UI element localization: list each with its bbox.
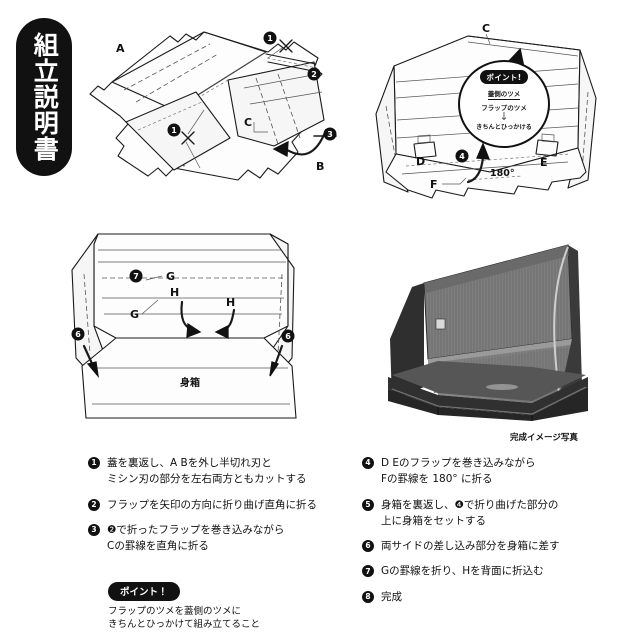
- callout-line-2: フラップのツメ: [481, 103, 527, 112]
- diagram1-step-marker-1: 1: [263, 31, 277, 45]
- step-number: 6: [362, 540, 374, 553]
- svg-text:1: 1: [171, 126, 177, 135]
- lid-fold-diagram: C D E F 180° 4 ポイント! 蓋側のツメ フラップのツメ ↓: [372, 22, 602, 212]
- step-text-line: Fの罫線を 180° に折る: [381, 473, 493, 486]
- instruction-step: 3 ❷で折ったフラップを巻き込みながら Cの罫線を直角に折る: [88, 522, 353, 555]
- diagram2-angle-label: 180°: [490, 168, 515, 179]
- diagram1-step-marker-1b: 1: [167, 123, 181, 137]
- svg-text:7: 7: [133, 272, 139, 281]
- step-number: 1: [88, 457, 100, 469]
- diagram1-label-b: B: [316, 160, 324, 173]
- document-title-badge: 組立説明書: [16, 18, 72, 176]
- diagram2-label-c: C: [482, 22, 490, 35]
- diagram2-label-d: D: [416, 155, 425, 168]
- instruction-step: 5 身箱を裏返し、❹で折り曲げた部分の 上に身箱をセットする: [362, 497, 627, 530]
- diagram1-step-marker-2: 2: [307, 67, 321, 81]
- step-number: 2: [88, 498, 100, 511]
- instruction-list-right: 4 D Eのフラップを巻き込みながら Fの罫線を 180° に折る 5 身箱を裏…: [362, 455, 627, 614]
- point-text-line: きちんとひっかけて組み立てること: [108, 619, 261, 631]
- diagram1-label-c: C: [244, 116, 252, 129]
- svg-text:2: 2: [311, 70, 317, 79]
- callout-chip: ポイント!: [479, 70, 529, 84]
- diagram3-label-h1: H: [170, 286, 179, 299]
- svg-text:6: 6: [75, 330, 81, 339]
- callout-line-3: きちんとひっかける: [476, 123, 532, 131]
- diagram3-label-g1: G: [166, 270, 175, 283]
- point-text-line: フラップのツメを蓋側のツメに: [108, 605, 242, 617]
- svg-text:3: 3: [327, 130, 333, 139]
- svg-text:1: 1: [267, 34, 273, 43]
- callout-line-1: 蓋側のツメ: [487, 89, 521, 100]
- down-arrow-icon: ↓: [499, 109, 509, 123]
- step-text-line: 両サイドの差し込み部分を身箱に差す: [381, 540, 560, 553]
- lid-unfold-diagram: A C B B 1: [78, 18, 338, 213]
- step-number: 3: [88, 523, 100, 536]
- step-text-line: フラップを矢印の方向に折り曲げ直角に折る: [107, 498, 317, 511]
- step-text-line: ❷で折ったフラップを巻き込みながら: [107, 523, 285, 536]
- step-text-line: Cの罫線を直角に折る: [107, 540, 209, 553]
- step-number: 7: [362, 565, 374, 578]
- point-chip: ポイント！: [108, 581, 180, 601]
- instruction-step: 6 両サイドの差し込み部分を身箱に差す: [362, 538, 627, 554]
- step-text-line: 蓋を裏返し、A Bを外し半切れ刃と: [107, 457, 272, 469]
- diagram3-center-label: 身箱: [180, 376, 200, 389]
- step-number: 4: [362, 457, 374, 469]
- step-text-line: 上に身箱をセットする: [381, 514, 486, 527]
- photo-caption: 完成イメージ写真: [510, 433, 578, 443]
- diagram1-label-a: A: [116, 42, 125, 55]
- diagram3-step-marker-7: 7: [129, 269, 143, 283]
- step-number: 5: [362, 498, 374, 511]
- diagram3-step-marker-6b: 6: [281, 329, 295, 343]
- diagram3-step-marker-6a: 6: [71, 327, 85, 341]
- diagram3-label-g2: G: [130, 308, 139, 321]
- svg-text:6: 6: [285, 332, 291, 341]
- step-number: 8: [362, 590, 374, 603]
- svg-text:4: 4: [459, 152, 465, 161]
- diagram2-label-f: F: [430, 178, 438, 191]
- diagram3-label-h2: H: [226, 296, 235, 309]
- step-text-line: 完成: [381, 590, 402, 603]
- diagram2-label-e: E: [540, 156, 548, 169]
- instruction-step: 1 蓋を裏返し、A Bを外し半切れ刃と ミシン刃の部分を左右両方ともカットする: [88, 455, 353, 488]
- instruction-step: 7 Gの罫線を折り、Hを背面に折込む: [362, 563, 627, 579]
- body-box-assembly-diagram: H H G G 身箱 6 6 7: [58, 218, 358, 430]
- diagram1-step-marker-3: 3: [323, 127, 337, 141]
- step-text-line: 身箱を裏返し、❹で折り曲げた部分の: [381, 498, 559, 511]
- step-text-line: ミシン刃の部分を左右両方ともカットする: [107, 473, 307, 486]
- instruction-step: 4 D Eのフラップを巻き込みながら Fの罫線を 180° に折る: [362, 455, 627, 488]
- point-note-box: ポイント！ フラップのツメを蓋側のツメに きちんとひっかけて組み立てること: [108, 580, 338, 632]
- instruction-step: 8 完成: [362, 589, 627, 605]
- step-text-line: D Eのフラップを巻き込みながら: [381, 457, 536, 469]
- instruction-list-left: 1 蓋を裏返し、A Bを外し半切れ刃と ミシン刃の部分を左右両方ともカットする …: [88, 455, 353, 563]
- instruction-step: 2 フラップを矢印の方向に折り曲げ直角に折る: [88, 497, 353, 513]
- page-title: 組立説明書: [30, 32, 60, 162]
- step-text-line: Gの罫線を折り、Hを背面に折込む: [381, 565, 544, 578]
- scissors-icon: [279, 39, 293, 53]
- diagram2-step-marker-4: 4: [455, 149, 469, 163]
- scissors-icon: [181, 131, 195, 145]
- point-callout-bubble: ポイント! 蓋側のツメ フラップのツメ ↓ きちんとひっかける: [458, 45, 550, 148]
- finished-product-photo: 完成イメージ写真: [382, 235, 594, 443]
